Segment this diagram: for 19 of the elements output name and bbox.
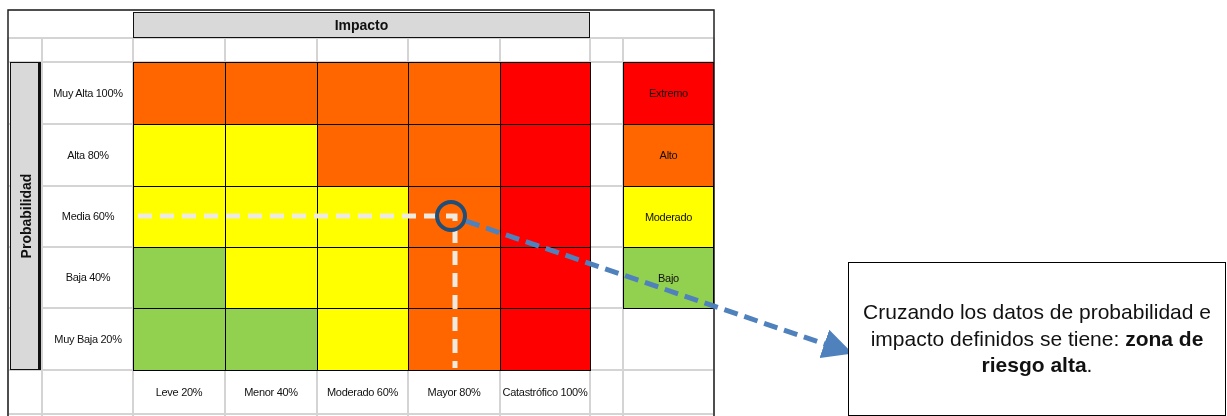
column-label: Leve 20% xyxy=(155,384,203,400)
marker-circle xyxy=(435,200,467,232)
column-label: Moderado 60% xyxy=(327,384,398,400)
callout-text: Cruzando los datos de probabilidad e impacto definidos se tiene: zona de riesgo alta. xyxy=(862,299,1212,379)
row-label: Alta 80% xyxy=(67,147,109,163)
column-label: Menor 40% xyxy=(244,384,298,400)
column-label: Mayor 80% xyxy=(427,384,481,400)
legend-label: Extremo xyxy=(649,86,688,101)
row-label: Muy Alta 100% xyxy=(53,85,123,101)
row-label: Media 60% xyxy=(61,209,115,224)
legend-label: Moderado xyxy=(644,209,693,225)
callout-box xyxy=(848,262,1226,416)
row-label: Baja 40% xyxy=(65,270,111,285)
row-label: Muy Baja 20% xyxy=(54,331,122,347)
legend-label: Bajo xyxy=(658,270,679,286)
axis-title: Impacto xyxy=(334,15,389,35)
axis-title: Probabilidad xyxy=(16,172,35,261)
legend-label: Alto xyxy=(659,148,678,163)
column-label: Catastrófico 100% xyxy=(502,384,588,400)
